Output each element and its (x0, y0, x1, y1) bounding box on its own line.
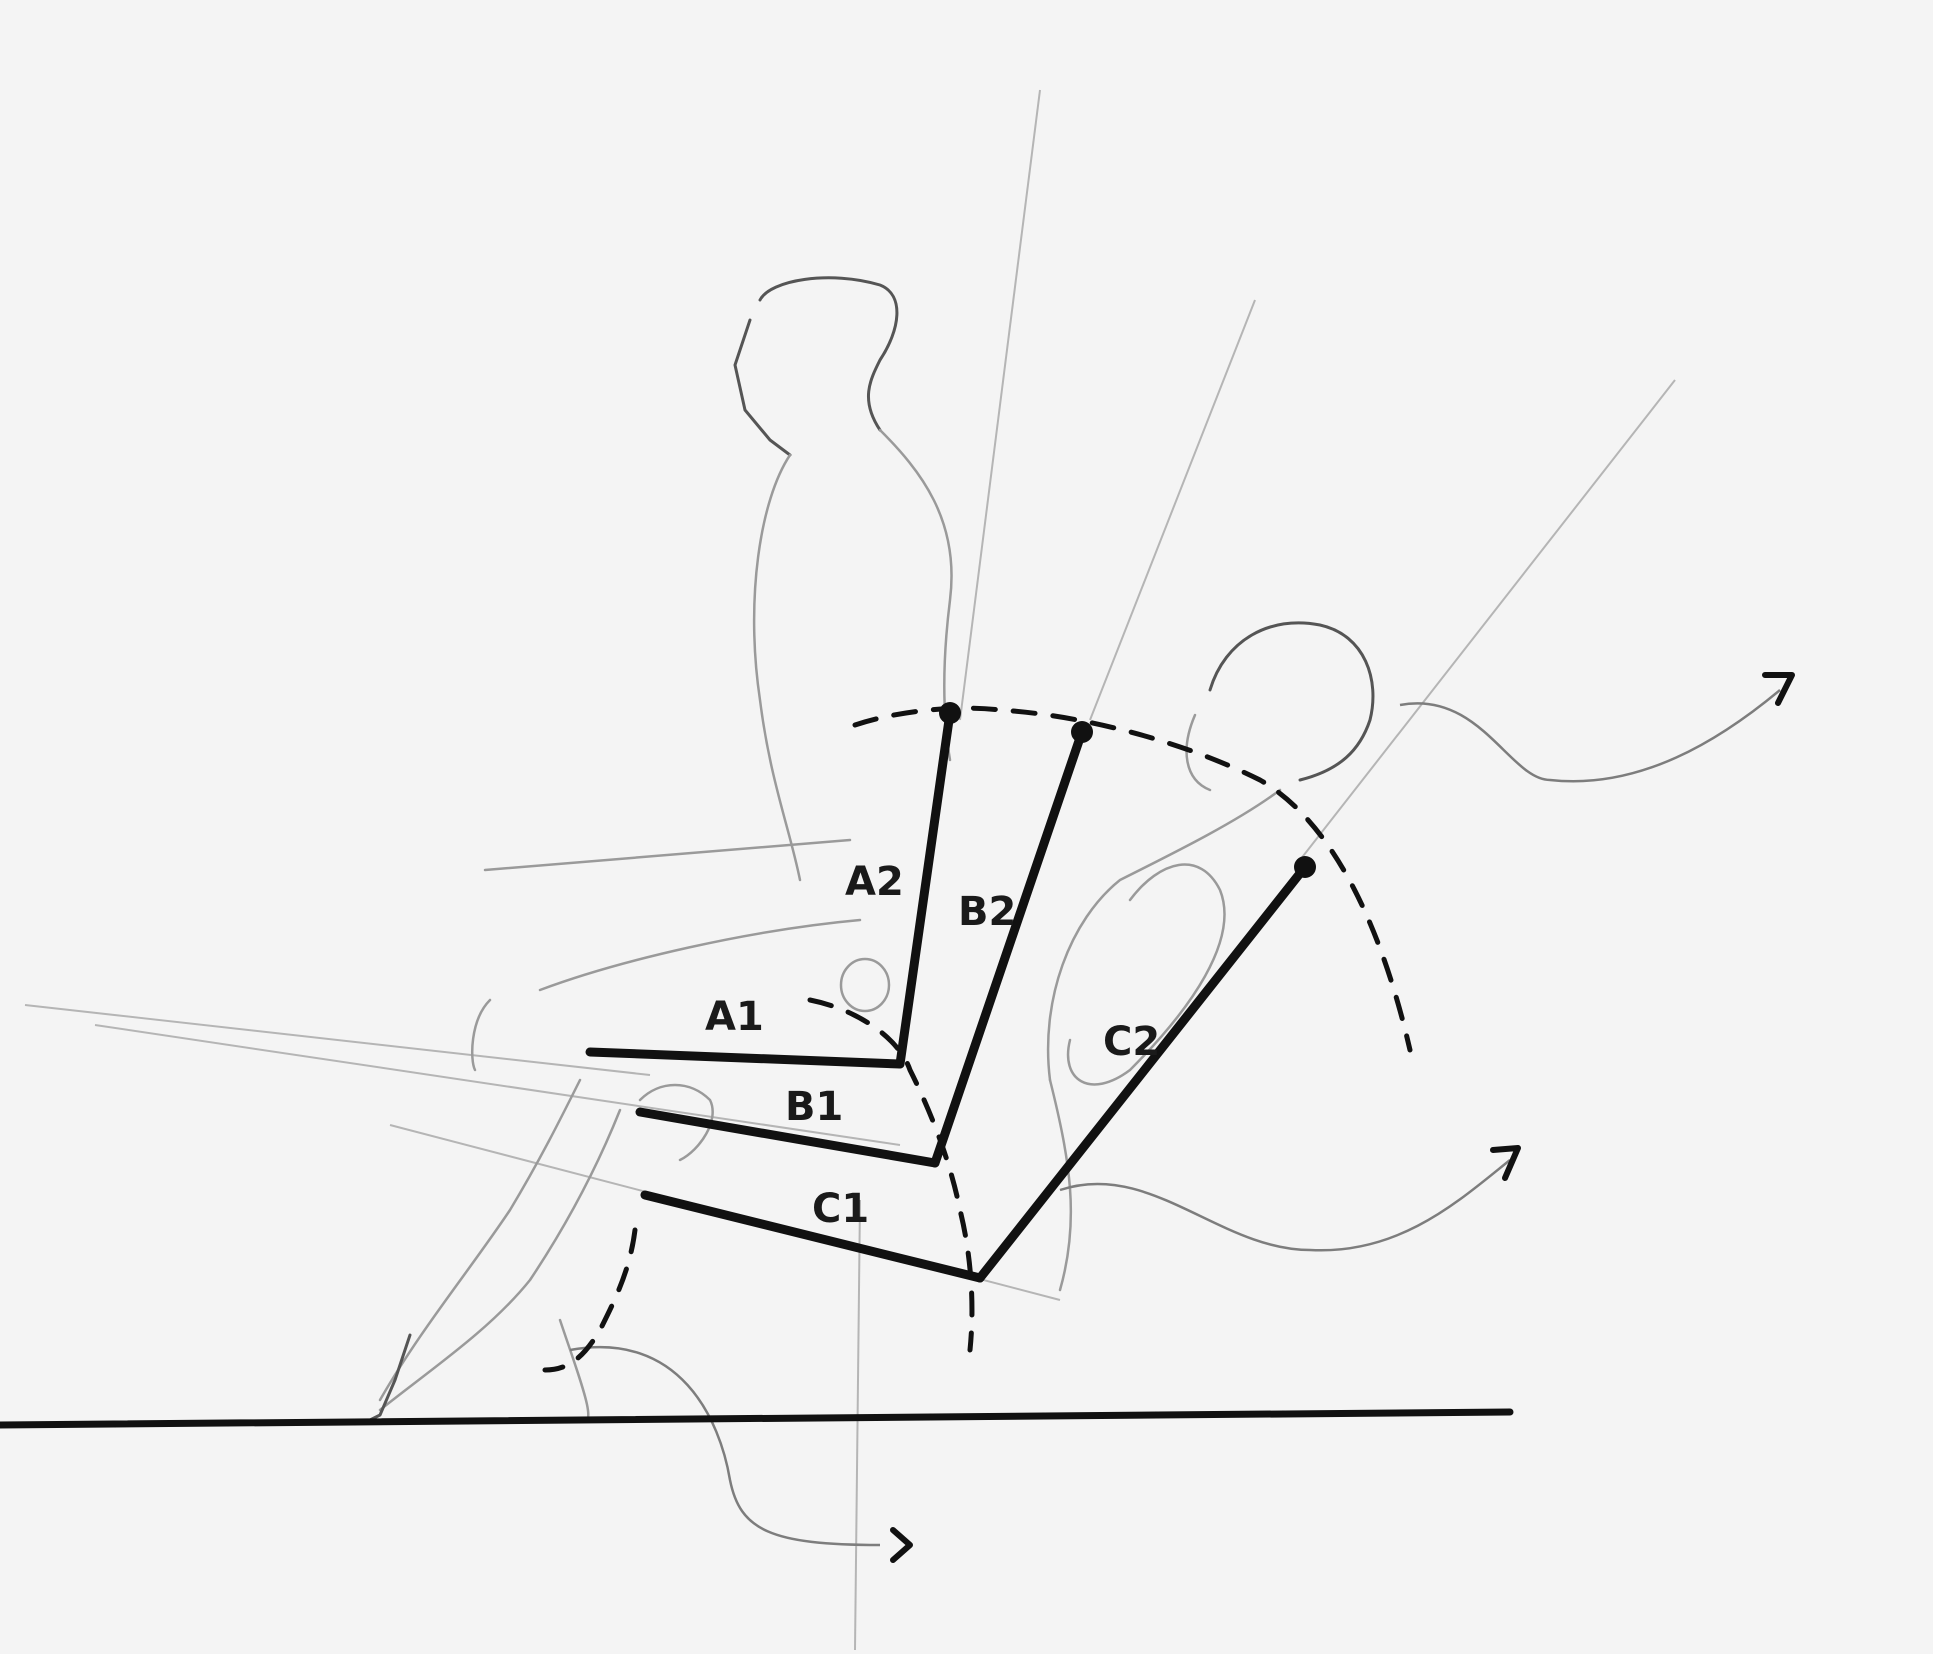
guide-line-vertical (854, 1199, 861, 1651)
arrow-upper-head (1762, 672, 1795, 706)
link-c1 (640, 1190, 985, 1283)
upright-arm (483, 838, 852, 872)
linkage (585, 702, 1316, 1283)
shin-front (378, 1078, 582, 1402)
reclined-face (1185, 713, 1212, 792)
upright-back (878, 428, 953, 762)
foot (368, 1333, 412, 1422)
labels: A1 A2 B1 B2 C1 C2 (705, 859, 1160, 1232)
joint-a2-top (939, 702, 961, 724)
label-b2: B2 (958, 889, 1016, 935)
ground-line (0, 1408, 1514, 1429)
calf-sketch (558, 1318, 590, 1423)
upright-thigh (538, 918, 862, 992)
upright-face (733, 318, 792, 457)
arrow-middle-path (1059, 1159, 1511, 1252)
label-a1: A1 (705, 994, 764, 1040)
upright-head (758, 276, 899, 432)
guide-line-recline (1299, 379, 1676, 861)
link-b1 (635, 1107, 940, 1168)
arrow-middle-head (1490, 1145, 1521, 1181)
arrow-upper-path (1399, 689, 1781, 783)
guide-line-mid (1089, 299, 1256, 721)
dashed-arc-lower (807, 997, 975, 1353)
link-b2 (930, 727, 1087, 1168)
arrow-lower-path (569, 1346, 881, 1547)
motion-arrows (569, 672, 1795, 1563)
label-a2: A2 (845, 859, 904, 905)
knee-sketch (638, 1083, 714, 1162)
joint-b2-top (1071, 721, 1093, 743)
guide-line-upright (959, 89, 1041, 721)
reclined-figure (1046, 621, 1375, 1292)
reclined-back (1048, 1078, 1073, 1292)
shin-back (378, 1108, 622, 1412)
label-c1: C1 (812, 1186, 869, 1232)
dashed-arc-upper (852, 705, 1413, 1053)
reclined-arm (1066, 863, 1226, 1086)
link-a2 (895, 708, 955, 1069)
upright-hip-circle (839, 957, 891, 1013)
reclined-torso (1046, 788, 1282, 1082)
joint-c2-top (1294, 856, 1316, 878)
guide-line-thigh-a (24, 1004, 651, 1076)
legs-sketch (368, 1078, 714, 1423)
upright-knee (470, 998, 492, 1072)
label-b1: B1 (785, 1084, 843, 1130)
arrow-lower-head (890, 1527, 913, 1563)
label-c2: C2 (1103, 1019, 1160, 1065)
link-a1 (585, 1047, 905, 1069)
upright-figure (470, 276, 953, 1072)
guide-line-thigh-b (94, 1024, 901, 1146)
reclined-head (1208, 621, 1375, 782)
link-c2 (975, 862, 1310, 1283)
upright-torso-front (752, 453, 802, 882)
